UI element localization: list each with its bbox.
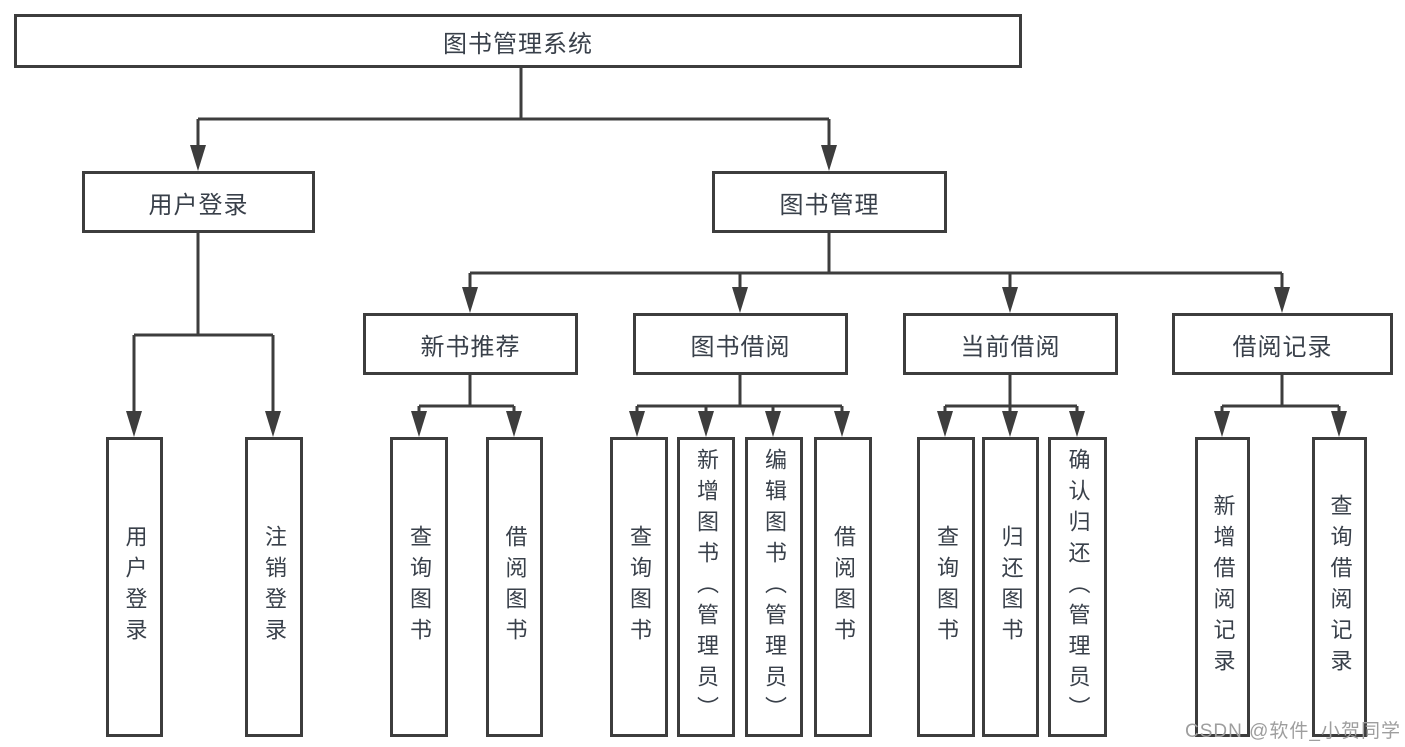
leaf-borrow-books: 借阅图书 [814,437,872,737]
leaf-label: 确认归还（管理员） [1065,447,1091,727]
node-label: 借阅记录 [1232,333,1333,361]
leaf-query-books: 查询图书 [610,437,668,737]
leaf-label: 用户登录 [122,525,148,649]
leaf-borrow-books: 借阅图书 [486,437,543,737]
node-label: 用户登录 [148,191,249,219]
connector-root-to-level2 [190,67,837,171]
connector-book-borrow-to-leaves [629,375,850,437]
leaf-label: 新增图书（管理员） [694,447,719,727]
node-book-borrowing: 图书借阅 [633,313,848,375]
leaf-label: 归还图书 [998,525,1024,649]
connector-new-book-rec-to-leaves [411,375,522,437]
leaf-logout: 注销登录 [245,437,303,737]
node-current-borrowing: 当前借阅 [903,313,1118,375]
leaf-user-login: 用户登录 [106,437,163,737]
leaf-query-books: 查询图书 [390,437,448,737]
leaf-query-books: 查询图书 [917,437,975,737]
leaf-return-books: 归还图书 [982,437,1039,737]
node-book-management: 图书管理 [712,171,947,233]
csdn-watermark: CSDN @软件_小贺同学 [1185,721,1401,742]
leaf-confirm-return-admin: 确认归还（管理员） [1048,437,1107,737]
node-label: 当前借阅 [960,333,1061,361]
leaf-label: 借阅图书 [502,525,528,649]
leaf-label: 查询图书 [627,525,652,649]
leaf-label: 查询图书 [934,525,959,649]
node-library-management-system: 图书管理系统 [14,14,1022,68]
leaf-label: 编辑图书（管理员） [762,447,787,727]
connector-borrow-records-to-leaves [1214,375,1347,437]
leaf-label: 借阅图书 [831,525,856,649]
leaf-label: 查询借阅记录 [1327,494,1353,680]
node-label: 图书管理 [779,191,880,219]
connector-user-login-to-leaves [126,233,281,437]
leaf-add-borrow-record: 新增借阅记录 [1195,437,1250,737]
node-borrowing-records: 借阅记录 [1172,313,1393,375]
connector-current-borrow-to-leaves [937,375,1085,437]
leaf-edit-books-admin: 编辑图书（管理员） [745,437,803,737]
node-label: 图书管理系统 [443,30,593,58]
leaf-label: 新增借阅记录 [1210,494,1236,680]
leaf-label: 查询图书 [407,525,432,649]
leaf-label: 注销登录 [262,525,287,649]
leaf-add-books-admin: 新增图书（管理员） [677,437,735,737]
node-label: 图书借阅 [690,333,791,361]
node-user-login: 用户登录 [82,171,315,233]
node-new-book-recommendation: 新书推荐 [363,313,578,375]
node-label: 新书推荐 [420,333,521,361]
connector-book-mgmt-to-level3 [462,233,1290,313]
leaf-query-borrow-record: 查询借阅记录 [1312,437,1367,737]
